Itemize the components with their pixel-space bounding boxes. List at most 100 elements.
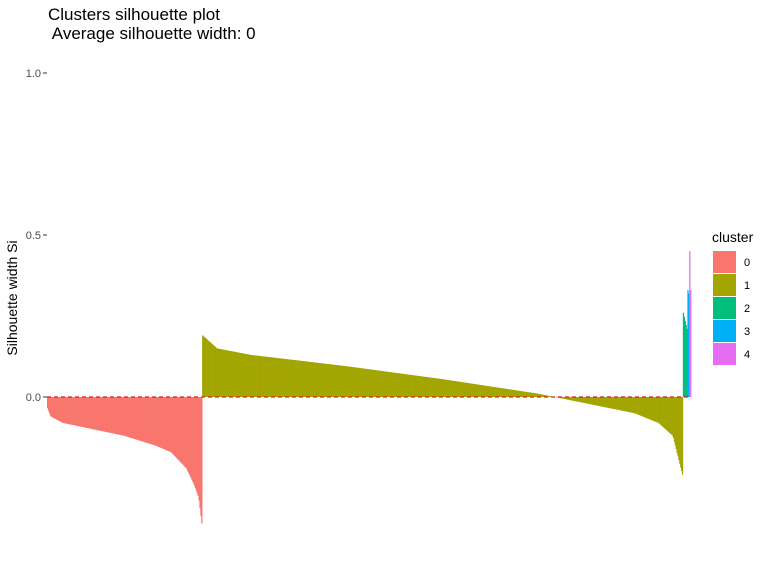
silhouette-bar (231, 351, 233, 397)
silhouette-bar (126, 397, 129, 437)
silhouette-bar (260, 356, 262, 397)
silhouette-bar (462, 382, 464, 397)
silhouette-bar (415, 375, 417, 397)
silhouette-bar (283, 358, 285, 397)
silhouette-bar (521, 391, 523, 397)
silhouette-bar (164, 397, 167, 450)
silhouette-bar (457, 381, 460, 397)
silhouette-bar (129, 397, 131, 438)
silhouette-bar (576, 397, 578, 402)
silhouette-bar (660, 397, 662, 425)
silhouette-bar (244, 353, 246, 397)
silhouette-bar (71, 397, 73, 425)
silhouette-bar (201, 397, 203, 524)
silhouette-bar (347, 366, 349, 397)
silhouette-bar (310, 361, 312, 397)
silhouette-bar (89, 397, 91, 429)
silhouette-bar (382, 371, 384, 397)
silhouette-bar (133, 397, 135, 439)
silhouette-bar (608, 397, 610, 409)
silhouette-bar (261, 356, 263, 397)
silhouette-bar (99, 397, 101, 431)
silhouette-bar (177, 397, 179, 460)
silhouette-bar (124, 397, 126, 436)
silhouette-bar (156, 397, 159, 447)
silhouette-bar (404, 374, 406, 397)
silhouette-bar (249, 354, 251, 397)
silhouette-bar (564, 397, 566, 400)
silhouette-bar (86, 397, 88, 428)
silhouette-bar (107, 397, 110, 433)
silhouette-bar (642, 397, 644, 417)
silhouette-bar (444, 379, 446, 397)
silhouette-bar (184, 397, 187, 468)
silhouette-bar (461, 382, 463, 397)
silhouette-bar (167, 397, 169, 451)
silhouette-bar (282, 358, 285, 397)
silhouette-bar (624, 397, 627, 412)
silhouette-bar (340, 365, 343, 397)
silhouette-bar (529, 392, 531, 397)
legend-swatch-4 (713, 343, 736, 365)
silhouette-bar (488, 386, 490, 397)
silhouette-bar (262, 356, 265, 397)
silhouette-bar (595, 397, 598, 406)
silhouette-bar (478, 384, 481, 397)
silhouette-bar (61, 397, 63, 423)
silhouette-bar (208, 341, 210, 397)
silhouette-bar (106, 397, 109, 433)
silhouette-bar (232, 351, 235, 397)
silhouette-bar (573, 397, 576, 402)
legend-label-3: 3 (744, 326, 750, 338)
silhouette-bar (63, 397, 65, 424)
silhouette-bar (526, 392, 529, 397)
silhouette-bar (572, 397, 574, 401)
silhouette-bar (180, 397, 182, 463)
silhouette-bar (271, 357, 273, 397)
silhouette-bar (114, 397, 116, 434)
silhouette-bar (140, 397, 142, 442)
silhouette-bar (366, 368, 368, 397)
silhouette-bar (468, 383, 471, 397)
silhouette-bar (69, 397, 71, 425)
silhouette-bar (305, 361, 307, 397)
silhouette-bar (463, 382, 465, 397)
silhouette-bar (637, 397, 639, 415)
silhouette-bar (373, 369, 375, 397)
silhouette-bar (370, 369, 373, 397)
silhouette-bar (539, 394, 541, 397)
silhouette-bar (612, 397, 614, 409)
silhouette-bar (674, 397, 676, 446)
silhouette-bar (193, 397, 195, 484)
silhouette-bar (270, 357, 272, 397)
silhouette-bar (281, 358, 284, 397)
silhouette-bar (197, 397, 199, 496)
silhouette-bar (621, 397, 623, 411)
silhouette-bar (639, 397, 641, 416)
silhouette-bar (346, 366, 348, 397)
silhouette-bar (272, 357, 275, 397)
silhouette-bar (429, 377, 432, 397)
y-tick-label: 0.5 (26, 230, 41, 242)
silhouette-bar (481, 385, 483, 397)
silhouette-bar (343, 365, 345, 397)
silhouette-bar (546, 395, 549, 397)
silhouette-bar (51, 397, 53, 418)
silhouette-bar (593, 397, 595, 405)
silhouette-bar (209, 341, 211, 397)
silhouette-bar (56, 397, 58, 420)
silhouette-bar (111, 397, 113, 434)
silhouette-bar (125, 397, 127, 437)
silhouette-bar (519, 390, 521, 397)
silhouette-bar (577, 397, 579, 402)
silhouette-bar (324, 363, 326, 397)
silhouette-bar (332, 364, 334, 397)
silhouette-bar (303, 361, 305, 397)
silhouette-bar (544, 395, 547, 397)
silhouette-bar (563, 397, 565, 399)
silhouette-bar (50, 397, 52, 417)
silhouette-bar (267, 356, 269, 397)
silhouette-bar (169, 397, 171, 452)
silhouette-bar (383, 371, 385, 397)
